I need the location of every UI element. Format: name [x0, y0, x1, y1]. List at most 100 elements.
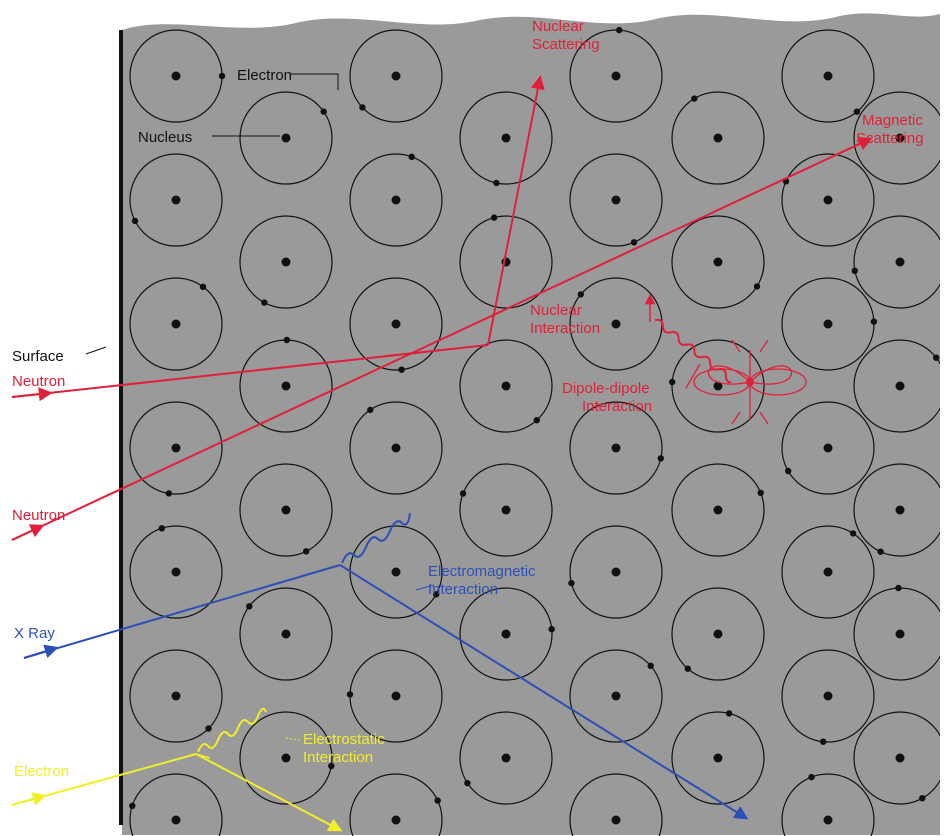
electron-orbit [671, 91, 765, 185]
electron [359, 104, 366, 111]
electron-orbit [349, 29, 443, 123]
electron [753, 283, 761, 290]
electron [433, 591, 440, 598]
electron [106, 244, 112, 250]
electron-orbit [239, 215, 333, 309]
nucleus [823, 567, 833, 577]
nucleus [501, 381, 511, 391]
neutron-1-incoming-arrow [11, 387, 53, 402]
electron [490, 214, 498, 221]
nucleus [611, 443, 621, 453]
dipole-pointer [685, 363, 701, 389]
electron [459, 490, 467, 497]
nucleus [823, 319, 833, 329]
electron [165, 490, 172, 497]
electron-orbit [349, 153, 443, 247]
electron-orbit [239, 91, 333, 185]
electron [684, 665, 691, 672]
nucleus [391, 691, 401, 701]
electron-orbit [349, 401, 443, 495]
nucleus [171, 815, 181, 825]
nucleus [391, 71, 401, 81]
electron-orbit [349, 773, 443, 836]
nucleus [895, 753, 905, 763]
electron [669, 378, 676, 386]
nucleus [611, 319, 621, 329]
electron-orbit [569, 773, 663, 836]
magnetic-scattering-label-1: Magnetic [862, 112, 923, 129]
electron-orbit [239, 587, 333, 681]
electron-orbit [459, 215, 553, 309]
electron [367, 406, 374, 414]
nuclear-interaction-label-1: Nuclear [530, 302, 582, 319]
nucleus [171, 319, 181, 329]
nucleus [171, 567, 181, 577]
electron-beam [11, 707, 343, 832]
nucleus [823, 195, 833, 205]
nucleus [62, 630, 71, 639]
electron [303, 548, 310, 555]
label-pointers [85, 73, 339, 355]
electron-orbit [781, 29, 875, 123]
nucleus [823, 443, 833, 453]
electron [346, 691, 354, 698]
electron [398, 366, 405, 373]
dipole-field [685, 339, 807, 425]
nucleus [391, 567, 401, 577]
electron [71, 676, 77, 682]
xray-beam [23, 512, 749, 820]
nucleus [501, 505, 511, 515]
nuclear-scattering-label-1: Nuclear [532, 18, 584, 35]
electron-orbit [671, 711, 765, 805]
nucleus [171, 443, 181, 453]
electron [657, 455, 664, 462]
electron-orbit [781, 525, 875, 619]
electron-orbit [569, 525, 663, 619]
nucleus [171, 691, 181, 701]
nucleus [281, 257, 291, 267]
electron-orbit [671, 215, 765, 309]
nucleus-label: Nucleus [138, 129, 192, 146]
electron-orbit [853, 339, 940, 433]
nucleus [281, 133, 291, 143]
neutron-2-incoming-arrow [11, 524, 45, 541]
nucleus [391, 319, 401, 329]
nucleus [281, 505, 291, 515]
nuclear-scattering-label-2: Scattering [532, 36, 600, 53]
electron-orbit [781, 773, 875, 836]
nucleus [713, 753, 723, 763]
electron [434, 797, 441, 804]
nucleus [895, 381, 905, 391]
nucleus [281, 629, 291, 639]
em-label-2: Interaction [428, 581, 498, 598]
electron [76, 463, 82, 469]
electron-orbit [459, 91, 553, 185]
electron-scattered-ray [195, 753, 343, 832]
nucleus [611, 71, 621, 81]
electron [851, 267, 858, 274]
nucleus [713, 381, 723, 391]
electron [35, 718, 41, 724]
electron [725, 710, 733, 717]
electron [647, 662, 654, 669]
electron-orbit [459, 587, 553, 681]
neutron-beam-2 [11, 137, 873, 541]
electron [17, 128, 23, 134]
nucleus [62, 258, 71, 267]
nucleus [611, 195, 621, 205]
electron-orbit [569, 29, 663, 123]
electron [853, 108, 861, 115]
nucleus [895, 629, 905, 639]
em-label-1: Electromagnetic [428, 563, 536, 580]
em-pointer [415, 584, 435, 591]
nuclear-scattering-ray [487, 75, 545, 346]
nucleus [611, 691, 621, 701]
electron [548, 626, 555, 633]
nucleus [391, 443, 401, 453]
nucleus [895, 133, 905, 143]
electron-orbit [853, 215, 940, 309]
electron-orbit [781, 649, 875, 743]
electron-orbit [853, 463, 940, 557]
electron [757, 489, 764, 496]
